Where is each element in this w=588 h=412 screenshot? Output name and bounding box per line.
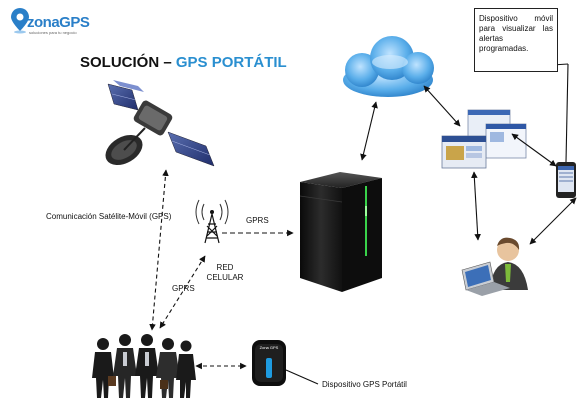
user-laptop-icon — [461, 237, 528, 296]
title-prefix: SOLUCIÓN – — [80, 54, 176, 71]
mobile-callout-text: Dispositivo móvil para visualizar las al… — [479, 14, 553, 53]
red-celular-label-2: CELULAR — [206, 273, 244, 282]
satellite-icon — [105, 80, 215, 167]
web-screens-icon — [441, 109, 527, 169]
people-group-icon — [92, 334, 196, 398]
cloud-icon — [343, 36, 434, 97]
smartphone-icon — [556, 162, 576, 198]
logo-tagline: soluciones para tu negocio — [29, 30, 77, 35]
device-brand-label: Zona GPS — [259, 345, 279, 350]
page-title: SOLUCIÓN – GPS PORTÁTIL — [80, 54, 287, 71]
gps-device-label: Dispositivo GPS Portátil — [322, 380, 407, 389]
mobile-callout-box: Dispositivo móvil para visualizar las al… — [474, 8, 558, 72]
cell-tower-icon — [195, 199, 229, 244]
location-pin-icon — [11, 8, 29, 34]
server-icon — [299, 172, 382, 292]
gprs-top-label: GPRS — [246, 216, 269, 225]
gprs-bottom-label: GPRS — [172, 284, 195, 293]
gps-device-icon — [252, 340, 286, 386]
satellite-link-label: Comunicación Satélite-Móvil (GPS) — [46, 212, 172, 221]
red-celular-label-1: RED — [216, 263, 234, 272]
connector-lines — [149, 63, 577, 385]
title-highlight: GPS PORTÁTIL — [175, 54, 287, 71]
logo-brand: zonaGPS — [27, 14, 90, 31]
